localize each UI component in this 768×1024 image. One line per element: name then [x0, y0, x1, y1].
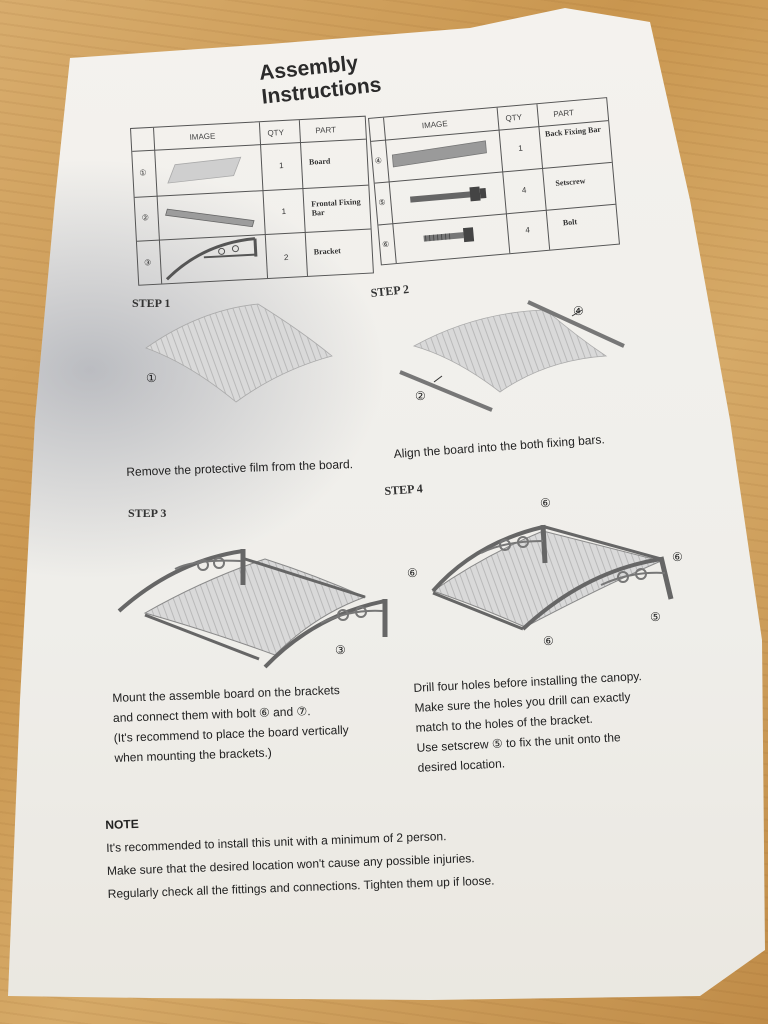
- header-image: IMAGE: [189, 131, 216, 142]
- board-image: [167, 156, 242, 184]
- header-image: IMAGE: [421, 119, 448, 131]
- step-2-callout: ②: [415, 389, 426, 403]
- row-number: ⑥: [381, 239, 390, 250]
- header-qty: QTY: [505, 112, 523, 123]
- note-section: NOTE It's recommended to install this un…: [105, 798, 568, 906]
- step-4-callout: ⑥: [543, 634, 554, 648]
- row-qty: 1: [278, 161, 284, 171]
- row-number: ③: [143, 258, 152, 268]
- bolt-image: [423, 227, 475, 243]
- step-2-text: Align the board into the both fixing bar…: [393, 432, 606, 461]
- step-1-figure: [145, 303, 333, 403]
- row-number: ②: [141, 213, 150, 223]
- parts-table-right: IMAGE QTY PART ④ 1 Back Fixing Bar ⑤ 4 S…: [368, 97, 620, 266]
- row-qty: 4: [524, 225, 531, 235]
- row-qty: 2: [283, 252, 289, 263]
- step-4-callout: ⑥: [407, 566, 418, 580]
- step-1-callout: ①: [146, 371, 157, 385]
- row-number: ①: [139, 168, 147, 178]
- header-part: PART: [315, 125, 337, 136]
- row-part: Bolt: [562, 217, 578, 228]
- row-part: Back Fixing Bar: [544, 124, 602, 139]
- page-title: Assembly Instructions: [258, 51, 383, 109]
- row-part: Frontal Fixing Bar: [310, 197, 361, 218]
- frontal-fixing-bar-image: [165, 208, 255, 228]
- header-part: PART: [552, 108, 575, 119]
- row-number: ④: [374, 155, 383, 166]
- row-number: ⑤: [378, 197, 386, 208]
- step-4-figure: [431, 524, 674, 631]
- row-qty: 1: [517, 143, 524, 154]
- step-1-text: Remove the protective film from the boar…: [126, 457, 354, 479]
- step-4-callout: ⑤: [650, 610, 661, 624]
- row-part: Setscrew: [555, 176, 586, 188]
- step-4-callout: ⑥: [540, 496, 551, 510]
- bracket-image: [165, 237, 258, 281]
- parts-table-left: IMAGE QTY PART ① 1 Board ② 1 Frontal Fix…: [130, 115, 374, 286]
- step-1-label: STEP 1: [132, 296, 171, 310]
- header-qty: QTY: [267, 127, 285, 138]
- step-2-figure: [399, 300, 625, 412]
- step-3-figure: [117, 549, 388, 669]
- step-4-label: STEP 4: [384, 481, 424, 498]
- row-part: Board: [308, 156, 331, 167]
- step-3-text: Mount the assemble board on the brackets…: [112, 678, 395, 768]
- row-qty: 1: [281, 206, 287, 217]
- step-4-text: Drill four holes before installing the c…: [413, 662, 718, 778]
- setscrew-image: [410, 186, 487, 203]
- step-2-callout: ④: [573, 304, 584, 318]
- row-part: Bracket: [313, 246, 342, 257]
- back-fixing-bar-image: [391, 140, 487, 168]
- step-3-callout: ③: [335, 643, 346, 657]
- step-3-label: STEP 3: [128, 506, 167, 520]
- step-4-callout: ⑥: [672, 550, 683, 564]
- row-qty: 4: [521, 185, 527, 195]
